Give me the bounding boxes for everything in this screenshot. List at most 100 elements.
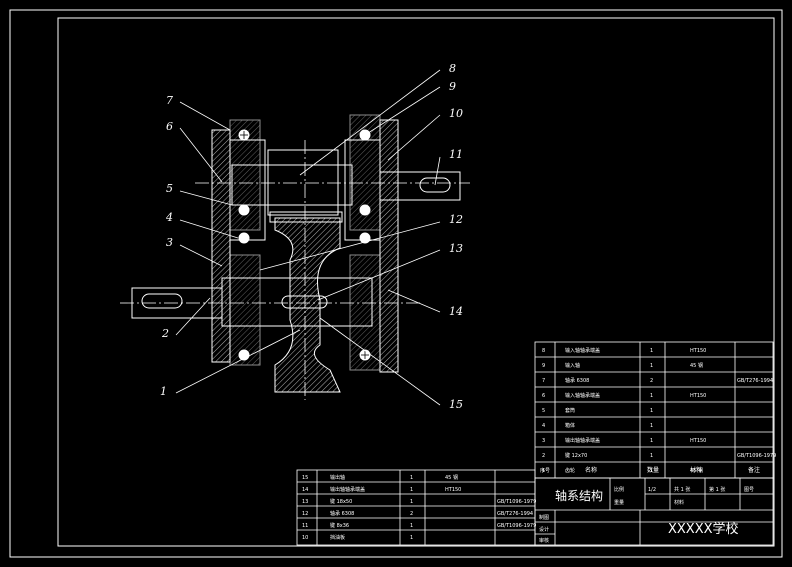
- sign-row-review: 审核: [539, 537, 549, 544]
- part-name: 键 12x70: [565, 452, 587, 459]
- tag-11: 11: [449, 148, 463, 161]
- part-qty: 1: [410, 499, 413, 505]
- part-no: 9: [542, 363, 545, 369]
- tag-15: 15: [449, 398, 463, 411]
- header-qty: 数量: [647, 466, 659, 474]
- part-qty: 1: [410, 475, 413, 481]
- part-material: HT150: [690, 438, 706, 444]
- tag-9: 9: [449, 80, 456, 93]
- drawing-no-label: 图号: [744, 487, 754, 493]
- part-no: 5: [542, 408, 545, 414]
- header-name: 名称: [585, 466, 597, 474]
- part-no: 11: [302, 523, 308, 529]
- part-name: 键 8x36: [330, 522, 349, 529]
- parts-list-left: [296, 469, 536, 546]
- tag-12: 12: [449, 213, 463, 226]
- part-qty: 1: [650, 363, 653, 369]
- leader-tags: 7 6 5 4 3 2 1 8 9 10 11 12 13 14 15: [160, 62, 463, 411]
- part-no: 1: [542, 468, 545, 474]
- part-note: GB/T1096-1979: [497, 499, 536, 505]
- inner-border: [57, 17, 775, 547]
- part-no: 4: [542, 423, 545, 429]
- part-note: GB/T1096-1979: [737, 453, 776, 459]
- header-material: 材料: [690, 466, 702, 474]
- header-right: 序号 名称 数量 材料 备注: [540, 466, 760, 474]
- tag-6: 6: [166, 120, 173, 133]
- part-qty: 1: [650, 438, 653, 444]
- part-note: GB/T276-1994: [737, 378, 773, 384]
- part-name: 输出轴轴承端盖: [565, 437, 600, 444]
- scale-value: 1/2: [648, 487, 656, 493]
- tag-8: 8: [449, 62, 456, 75]
- part-name: 套筒: [565, 407, 575, 414]
- gearbox-section: [120, 114, 470, 400]
- part-name: 输入轴轴承端盖: [565, 347, 600, 354]
- part-material: HT150: [445, 487, 461, 493]
- sign-row-design: 设计: [539, 526, 549, 533]
- part-name: 箱体: [565, 422, 575, 429]
- part-qty: 1: [410, 535, 413, 541]
- tag-13: 13: [449, 242, 463, 255]
- part-name: 输入轴轴承端盖: [565, 392, 600, 399]
- tag-7: 7: [166, 94, 173, 107]
- part-name: 输入轴: [565, 362, 580, 369]
- sheet-total: 共 1 张: [674, 486, 690, 493]
- title-block: [534, 477, 774, 546]
- header-no: 序号: [540, 467, 550, 474]
- part-no: 12: [302, 511, 308, 517]
- part-name: 键 18x50: [330, 498, 352, 505]
- part-qty: 1: [650, 408, 653, 414]
- tag-5: 5: [166, 182, 173, 195]
- part-no: 14: [302, 487, 308, 493]
- part-no: 6: [542, 393, 545, 399]
- part-qty: 1: [650, 453, 653, 459]
- part-qty: 1: [650, 348, 653, 354]
- part-no: 7: [542, 378, 545, 384]
- part-name: 轴承 6308: [565, 377, 589, 384]
- part-no: 10: [302, 535, 308, 541]
- part-material: 45 钢: [690, 467, 703, 474]
- part-qty: 1: [650, 423, 653, 429]
- tag-14: 14: [449, 305, 463, 318]
- part-material: HT150: [690, 393, 706, 399]
- part-material: HT150: [690, 348, 706, 354]
- leader-lines: [175, 69, 441, 406]
- part-material: 45 钢: [690, 362, 703, 369]
- part-no: 3: [542, 438, 545, 444]
- school-name: XXXXX学校: [668, 521, 739, 537]
- part-note: GB/T276-1994: [497, 511, 533, 517]
- scale-label: 比例: [614, 486, 624, 493]
- part-name: 输出轴轴承端盖: [330, 486, 365, 493]
- part-qty: 1: [650, 468, 653, 474]
- tag-2: 2: [161, 327, 169, 340]
- part-material: 45 钢: [445, 474, 458, 481]
- part-no: 2: [542, 453, 545, 459]
- part-qty: 2: [410, 511, 413, 517]
- part-note: GB/T1096-1979: [497, 523, 536, 529]
- part-qty: 1: [410, 487, 413, 493]
- material-label: 材料: [674, 499, 684, 506]
- sign-row-draw: 制图: [539, 514, 549, 521]
- part-name: 挡油板: [330, 534, 345, 541]
- tag-4: 4: [165, 211, 173, 224]
- part-no: 15: [302, 475, 308, 481]
- parts-list-right: [534, 341, 774, 479]
- tag-1: 1: [160, 385, 167, 398]
- part-name: 齿轮: [565, 467, 575, 474]
- drawing-title: 轴系结构: [555, 488, 603, 503]
- sheet-current: 第 1 张: [709, 486, 725, 493]
- part-qty: 1: [410, 523, 413, 529]
- tag-10: 10: [449, 107, 463, 120]
- part-qty: 1: [650, 393, 653, 399]
- header-note: 备注: [748, 466, 760, 474]
- part-no: 8: [542, 348, 545, 354]
- weight-label: 重量: [614, 499, 624, 506]
- part-qty: 2: [650, 378, 653, 384]
- part-no: 13: [302, 499, 308, 505]
- part-name: 轴承 6308: [330, 510, 354, 517]
- outer-border: [9, 9, 783, 558]
- part-name: 输出轴: [330, 474, 345, 481]
